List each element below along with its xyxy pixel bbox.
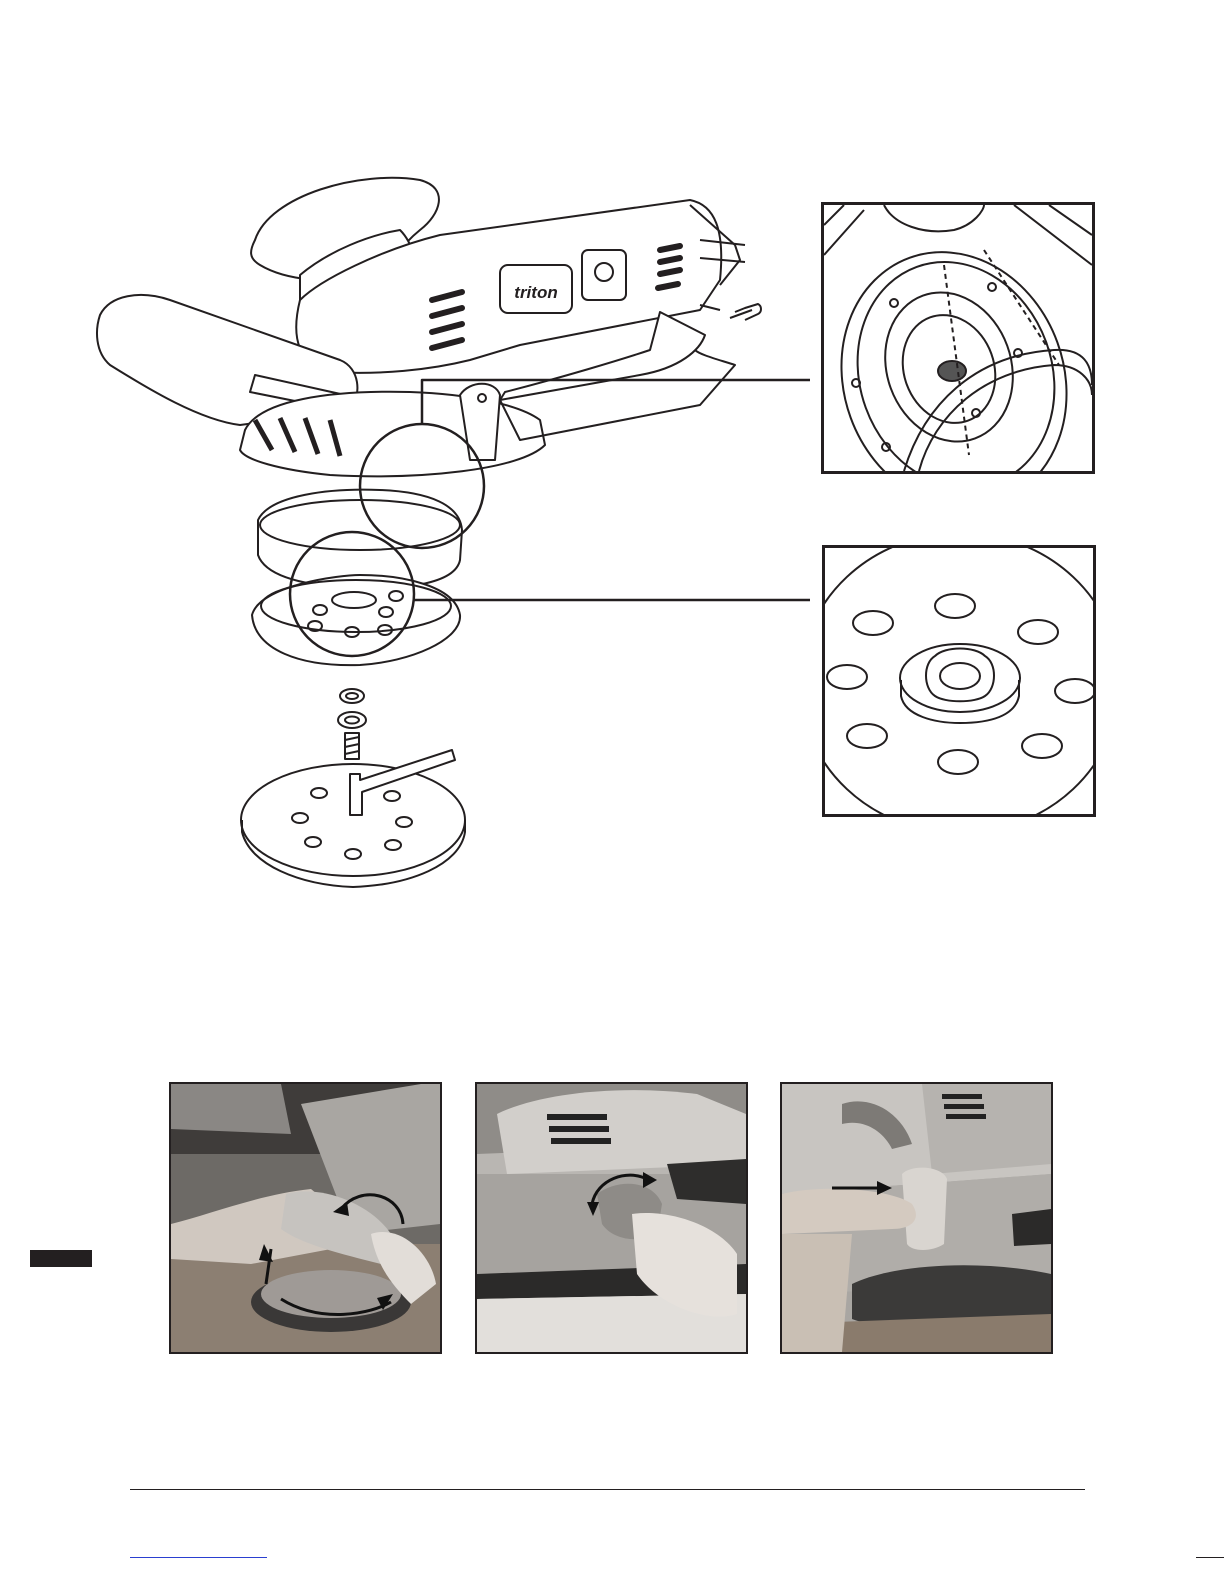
page-side-tab: [30, 1250, 92, 1267]
sander-exploded-drawing: triton: [90, 160, 810, 900]
footer-link-underline[interactable]: [130, 1557, 267, 1558]
flange-detail-drawing: [824, 205, 1092, 471]
photo-turn-extraction-port: [475, 1082, 748, 1354]
photo-rotate-collar: [169, 1082, 442, 1354]
screw: [730, 304, 761, 320]
logo-text: triton: [514, 283, 557, 302]
shroud-ring: [258, 490, 462, 589]
inset-pad-detail: [822, 545, 1096, 817]
footer-rule: [130, 1489, 1085, 1490]
inset-flange-detail: [821, 202, 1095, 474]
photo-press-release-button: [780, 1082, 1053, 1354]
corner-mark: [1196, 1557, 1224, 1558]
pad-detail-drawing: [825, 548, 1093, 814]
washer-1: [340, 689, 364, 703]
washer-2: [338, 712, 366, 728]
